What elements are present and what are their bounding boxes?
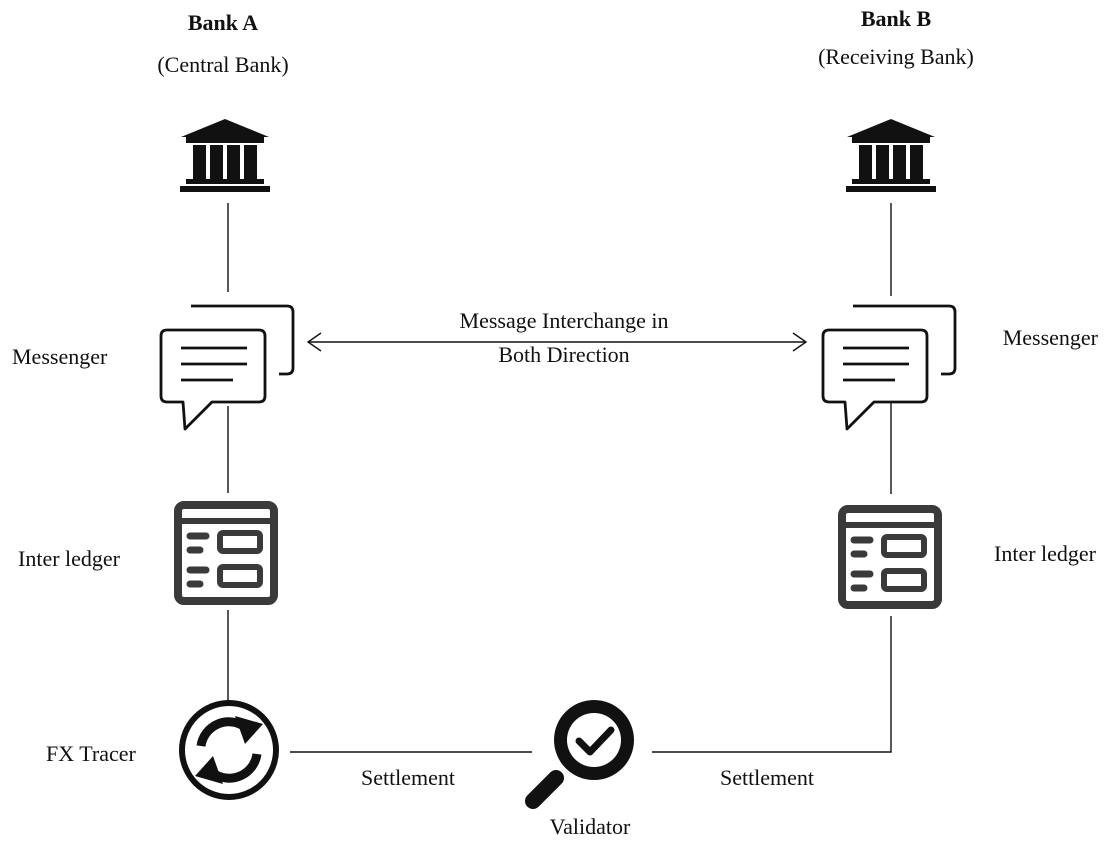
messenger-right-icon xyxy=(821,304,957,431)
inter-ledger-right-label: Inter ledger xyxy=(994,541,1097,566)
validator-label: Validator xyxy=(550,814,631,839)
messenger-right-label: Messenger xyxy=(1003,325,1099,350)
validator-magnifier-check-icon xyxy=(525,700,634,809)
bank-a-title: Bank A xyxy=(188,10,258,35)
messenger-left-label: Messenger xyxy=(12,344,108,369)
inter-ledger-left-label: Inter ledger xyxy=(18,546,121,571)
fx-tracer-label: FX Tracer xyxy=(46,741,137,766)
settlement-left-label: Settlement xyxy=(361,765,455,790)
bank-b-title: Bank B xyxy=(861,6,932,31)
bank-b-icon xyxy=(846,119,936,192)
bank-b-subtitle: (Receiving Bank) xyxy=(818,44,974,69)
inter-ledger-right-icon xyxy=(842,509,938,605)
inter-ledger-left-icon xyxy=(178,505,274,601)
connector-right-ledger-validator xyxy=(652,616,892,753)
interchange-label-line2: Both Direction xyxy=(498,342,629,367)
interchange-label-line1: Message Interchange in xyxy=(460,308,669,333)
settlement-right-label: Settlement xyxy=(720,765,814,790)
bank-a-subtitle: (Central Bank) xyxy=(157,52,288,77)
messenger-left-icon xyxy=(159,304,295,431)
interchange-arrow xyxy=(306,332,808,352)
bank-a-icon xyxy=(180,119,270,192)
fx-tracer-exchange-icon xyxy=(179,700,279,800)
